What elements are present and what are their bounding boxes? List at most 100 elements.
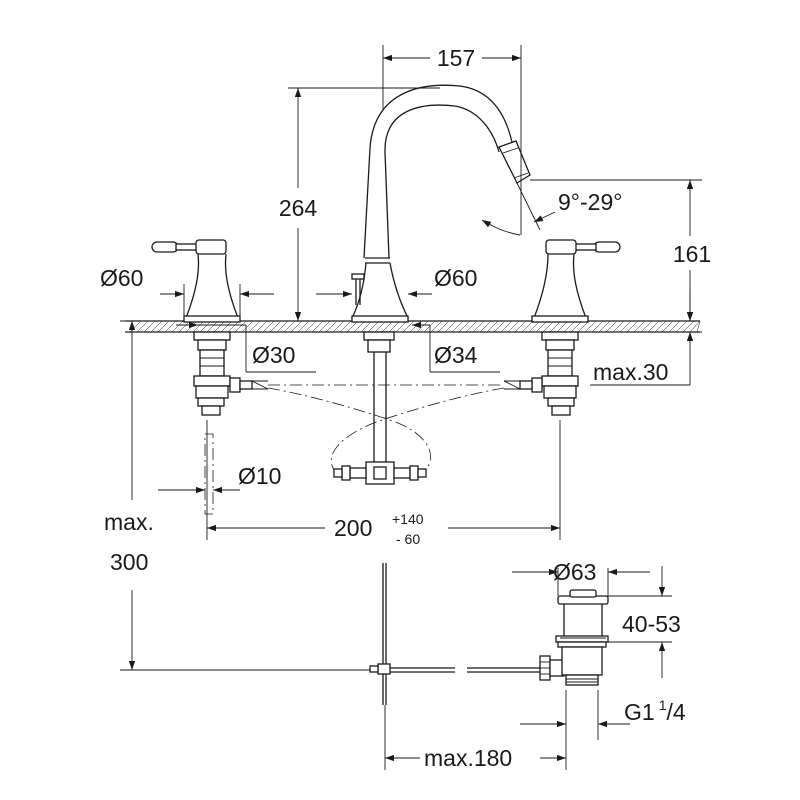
hatch-line bbox=[164, 320, 177, 333]
hatch-line bbox=[297, 320, 310, 333]
hatch-line bbox=[493, 320, 506, 333]
hatch-line bbox=[304, 320, 317, 333]
hatch-line bbox=[696, 320, 701, 333]
hatch-line bbox=[549, 320, 562, 333]
hatch-line bbox=[689, 320, 701, 333]
hatch-line bbox=[451, 320, 464, 333]
hatch-line bbox=[584, 320, 597, 333]
hatch-line bbox=[612, 320, 625, 333]
hatch-line bbox=[682, 320, 695, 333]
hatch-line bbox=[255, 320, 268, 333]
hatch-line bbox=[423, 320, 436, 333]
label-handle-spacing-plus: +140 bbox=[392, 511, 424, 527]
hatch-line bbox=[143, 320, 156, 333]
label-drain-flange-range: 40-53 bbox=[622, 611, 681, 637]
hatch-line bbox=[199, 320, 212, 333]
hatch-line bbox=[283, 320, 296, 333]
right-handle-valve bbox=[503, 239, 621, 416]
label-drain-thread-main: G1 bbox=[624, 699, 655, 725]
hatch-line bbox=[248, 320, 261, 333]
label-max-pop-up-reach: max.180 bbox=[424, 745, 512, 771]
hatch-line bbox=[605, 320, 618, 333]
hatch-line bbox=[346, 320, 359, 333]
label-supply-pipe-diameter: Ø10 bbox=[238, 463, 281, 489]
label-spout-angle: 9°-29° bbox=[558, 189, 622, 215]
dimension-lines bbox=[120, 45, 702, 770]
hatch-line bbox=[619, 320, 632, 333]
hatch-line bbox=[444, 320, 457, 333]
hatch-line bbox=[591, 320, 604, 333]
hatch-line bbox=[535, 320, 548, 333]
hatch-line bbox=[556, 320, 569, 333]
label-spout-reach: 157 bbox=[437, 45, 475, 71]
hatch-line bbox=[290, 320, 303, 333]
hatch-line bbox=[395, 320, 408, 333]
hatch-line bbox=[220, 320, 233, 333]
hatch-line bbox=[311, 320, 324, 333]
hatch-line bbox=[640, 320, 653, 333]
label-total-height: 264 bbox=[279, 195, 318, 221]
hatch-line bbox=[465, 320, 478, 333]
hatch-line bbox=[507, 320, 520, 333]
supply-hoses bbox=[204, 384, 505, 515]
hatch-line bbox=[234, 320, 247, 333]
hatch-line bbox=[668, 320, 681, 333]
hatch-line bbox=[542, 320, 555, 333]
hatch-line bbox=[528, 320, 541, 333]
hatch-line bbox=[136, 320, 149, 333]
hatch-line bbox=[514, 320, 527, 333]
hatch-line bbox=[430, 320, 443, 333]
hatch-line bbox=[353, 320, 366, 333]
hatch-line bbox=[577, 320, 590, 333]
hatch-line bbox=[157, 320, 170, 333]
hatch-line bbox=[654, 320, 667, 333]
label-drain-thread-num: 1 bbox=[659, 697, 667, 713]
pop-up-drain bbox=[369, 563, 609, 705]
hatch-line bbox=[521, 320, 534, 333]
hatch-line bbox=[500, 320, 513, 333]
hatch-line bbox=[374, 320, 387, 333]
dimension-labels: 157 264 9°-29° 161 Ø60 Ø60 Ø30 Ø34 max.3… bbox=[100, 45, 711, 771]
hatch-line bbox=[276, 320, 289, 333]
hatch-line bbox=[563, 320, 576, 333]
hatch-line bbox=[339, 320, 352, 333]
hatch-line bbox=[381, 320, 394, 333]
hatch-line bbox=[472, 320, 485, 333]
label-max-deck-thickness: max.30 bbox=[593, 359, 668, 385]
hatch-line bbox=[633, 320, 646, 333]
hatch-line bbox=[570, 320, 583, 333]
label-max-depth: max. bbox=[104, 509, 154, 535]
label-drain-thread-den: /4 bbox=[666, 699, 685, 725]
hatch-line bbox=[409, 320, 422, 333]
hatch-line bbox=[262, 320, 275, 333]
hatch-line bbox=[269, 320, 282, 333]
hatch-line bbox=[388, 320, 401, 333]
hatch-line bbox=[150, 320, 163, 333]
hatch-line bbox=[367, 320, 380, 333]
hatch-line bbox=[171, 320, 184, 333]
hatch-line bbox=[458, 320, 471, 333]
hatch-line bbox=[360, 320, 373, 333]
label-outlet-height: 161 bbox=[673, 241, 711, 267]
label-handle-spacing: 200 bbox=[334, 515, 372, 541]
left-handle-valve bbox=[151, 239, 269, 416]
hatch-line bbox=[416, 320, 429, 333]
label-handle-base-diameter: Ø60 bbox=[100, 265, 143, 291]
hatch-line bbox=[479, 320, 492, 333]
hatch-line bbox=[661, 320, 674, 333]
hatch-line bbox=[178, 320, 191, 333]
hatch-line bbox=[675, 320, 688, 333]
label-spout-base-diameter: Ø60 bbox=[434, 265, 477, 291]
label-drain-flange-diameter: Ø63 bbox=[553, 559, 596, 585]
label-spout-hole-diameter: Ø34 bbox=[434, 342, 478, 368]
label-handle-spacing-minus: - 60 bbox=[396, 531, 420, 547]
hatch-line bbox=[325, 320, 338, 333]
hatch-line bbox=[227, 320, 240, 333]
hatch-line bbox=[332, 320, 345, 333]
label-handle-hole-diameter: Ø30 bbox=[252, 342, 295, 368]
hatch-line bbox=[192, 320, 205, 333]
hatch-line bbox=[647, 320, 660, 333]
spout bbox=[333, 84, 531, 485]
